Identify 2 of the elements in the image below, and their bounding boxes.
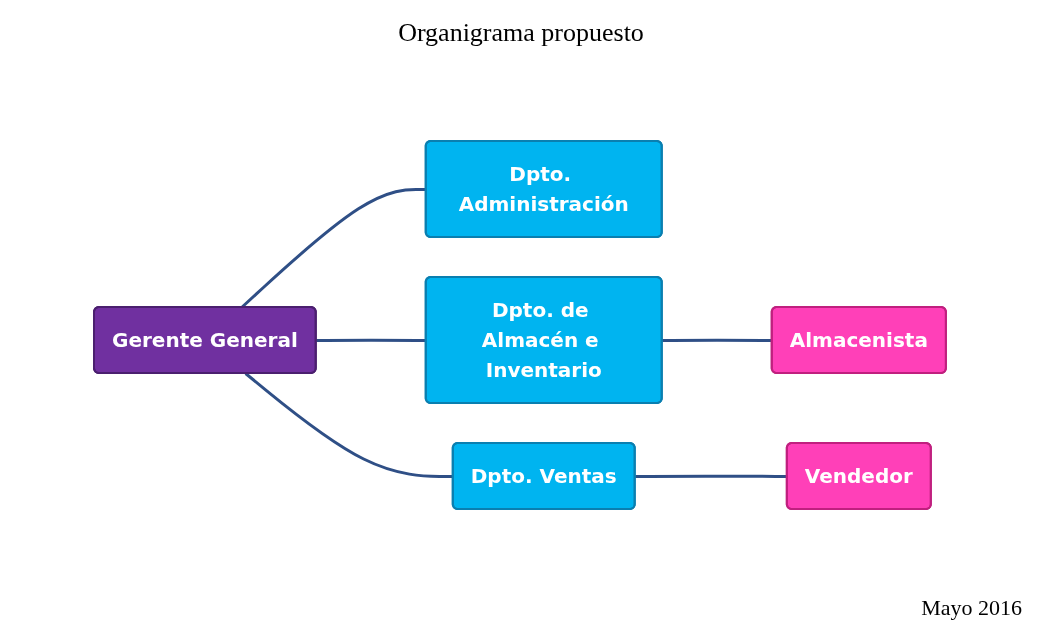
diagram-title: Organigrama propuesto	[397, 18, 645, 48]
date-note: Mayo 2016	[921, 595, 1022, 621]
